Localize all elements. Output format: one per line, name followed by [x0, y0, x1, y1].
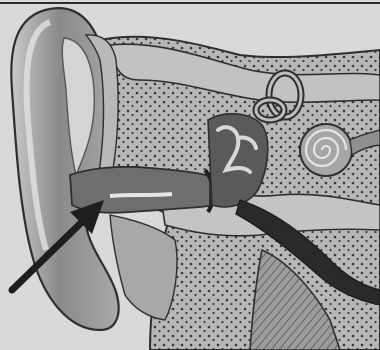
canal-wall-light	[110, 194, 172, 196]
cochlea	[300, 124, 352, 176]
